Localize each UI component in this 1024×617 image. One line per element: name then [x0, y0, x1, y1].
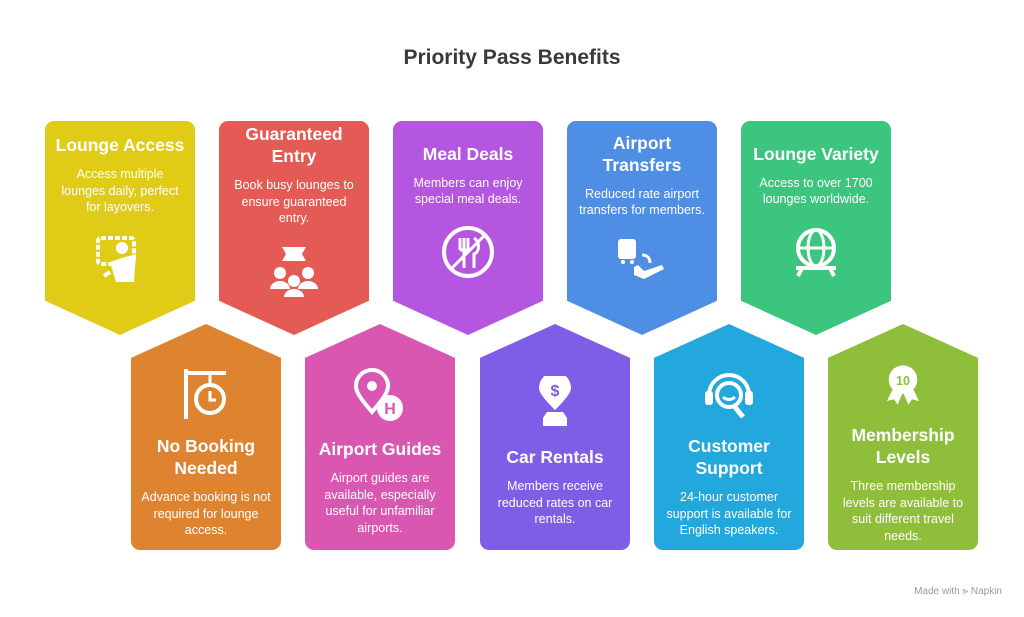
card-desc: 24-hour customer support is available fo… [666, 490, 792, 538]
card-desc: Access to over 1700 lounges worldwide. [759, 175, 873, 207]
card-desc: Access multiple lounges daily, perfect f… [61, 167, 179, 215]
card-no-booking-needed: No Booking Needed Advance booking is not… [131, 324, 281, 550]
card-title: Lounge Variety [753, 143, 879, 164]
card-title: Airport Transfers [602, 132, 682, 175]
card-desc: Three membership levels are available to… [842, 479, 964, 543]
bus-plane-icon [618, 238, 664, 279]
globe-icon [796, 227, 836, 277]
card-lounge-variety: Lounge Variety Access to over 1700 loung… [741, 121, 891, 335]
pin-badge: H [384, 401, 396, 418]
card-desc: Airport guides are available, especially… [324, 471, 436, 535]
card-guaranteed-entry: Guaranteed Entry Book busy lounges to en… [219, 121, 369, 335]
card-meal-deals: Meal Deals Members can enjoy special mea… [393, 121, 543, 335]
card-desc: Reduced rate airport transfers for membe… [579, 186, 705, 218]
card-car-rentals: $ Car Rentals Members receive reduced ra… [480, 324, 630, 550]
card-airport-guides: H Airport Guides Airport guides are avai… [305, 324, 455, 550]
card-title: Guaranteed Entry [245, 124, 343, 167]
headset-icon [705, 373, 753, 419]
card-lounge-access: Lounge Access Access multiple lounges da… [45, 121, 195, 335]
card-title: No Booking Needed [156, 436, 256, 479]
car-price-icon: $ [539, 376, 571, 427]
card-desc: Members can enjoy special meal deals. [413, 175, 523, 207]
card-desc: Book busy lounges to ensure guaranteed e… [234, 178, 354, 226]
card-desc: Advance booking is not required for loun… [141, 490, 271, 538]
level-badge: 10 [896, 374, 910, 388]
card-customer-support: Customer Support 24-hour customer suppor… [654, 324, 804, 550]
lounge-seat-icon [96, 235, 136, 282]
card-airport-transfers: Airport Transfers Reduced rate airport t… [567, 121, 717, 335]
card-membership-levels: 10 Membership Levels Three membership le… [828, 324, 978, 550]
card-title: Lounge Access [55, 135, 185, 156]
ticket-group-icon [270, 246, 318, 297]
location-pin-icon: H [353, 368, 403, 421]
card-desc: Members receive reduced rates on car ren… [497, 479, 613, 527]
napkin-watermark: Made with ⪢ Napkin [914, 586, 1002, 597]
award-badge-icon: 10 [886, 365, 920, 405]
card-title: Customer Support [688, 436, 770, 479]
clock-sign-icon [184, 369, 226, 420]
utensils-icon [442, 225, 494, 278]
price-badge: $ [551, 383, 560, 400]
card-title: Membership Levels [851, 425, 955, 467]
card-title: Car Rentals [506, 447, 604, 468]
card-title: Airport Guides [318, 439, 442, 459]
card-title: Meal Deals [422, 143, 514, 164]
page-title: Priority Pass Benefits [403, 46, 621, 69]
